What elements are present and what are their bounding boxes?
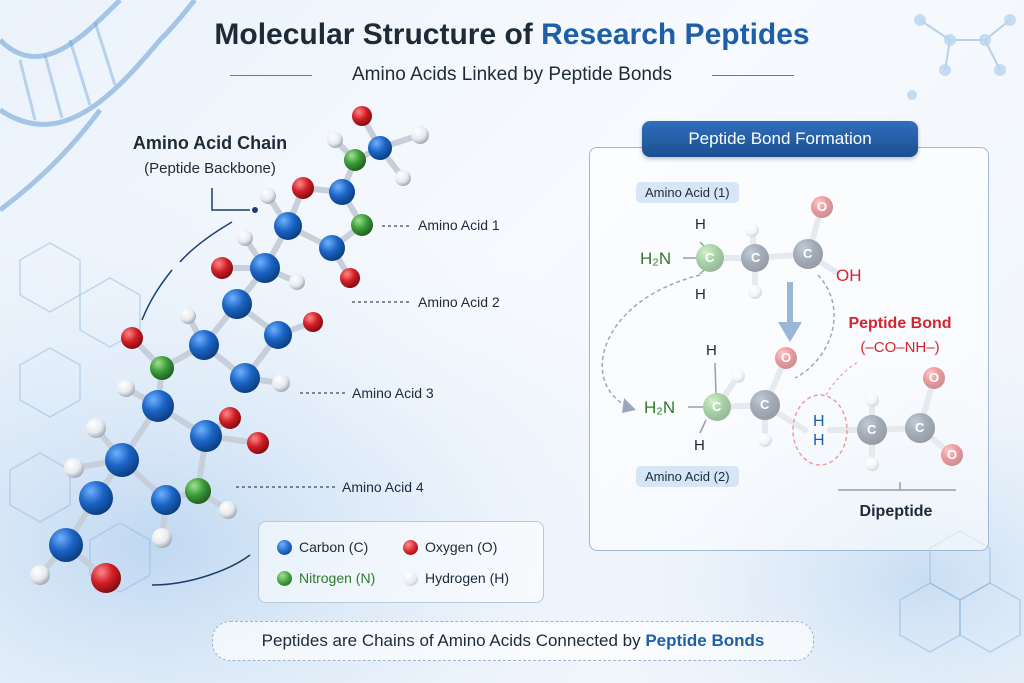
- summary-text: Peptides are Chains of Amino Acids Conne…: [261, 631, 765, 650]
- hydrogen-atom: [327, 132, 343, 148]
- carbon-atom: [274, 212, 302, 240]
- carbon-atom: [329, 179, 355, 205]
- chain-title-leader: [211, 188, 250, 211]
- peptide-bond-label: Peptide Bond: [848, 315, 952, 332]
- amino-acid-1-label: Amino Acid 1: [418, 217, 500, 233]
- oxygen-atom: [352, 106, 372, 126]
- carbon-atom: [319, 235, 345, 261]
- hydrogen-atom: [64, 458, 84, 478]
- chain-guide-middle: [141, 269, 173, 321]
- legend-carbon: Carbon (C): [299, 539, 369, 555]
- hydrogen-atom: [117, 379, 135, 397]
- hydrogen-atom: [411, 126, 429, 144]
- oxygen-atom: [219, 407, 241, 429]
- hydrogen-atom: [260, 188, 276, 204]
- carbon-dot-icon: [277, 540, 292, 555]
- carbon-atom: [250, 253, 280, 283]
- carbon-atom: [264, 321, 292, 349]
- oxygen-label: O: [929, 370, 940, 385]
- atom-legend: Carbon (C) Oxygen (O) Nitrogen (N) Hydro…: [258, 521, 544, 603]
- peptide-bond-formula: (–CO–NH–): [860, 339, 940, 356]
- hydrogen-atom: [180, 308, 196, 324]
- oxygen-atom: [211, 257, 233, 279]
- hydrogen-dot-icon: [403, 571, 418, 586]
- oxygen-dot-icon: [403, 540, 418, 555]
- panel-title: Peptide Bond Formation: [642, 121, 918, 157]
- hydrogen-label: H: [706, 342, 717, 359]
- carbon-atom: [142, 390, 174, 422]
- legend-nitrogen: Nitrogen (N): [299, 570, 376, 586]
- chain-atoms: [30, 106, 429, 593]
- nitrogen-atom: [185, 478, 211, 504]
- summary-banner: Peptides are Chains of Amino Acids Conne…: [212, 621, 814, 661]
- hydrogen-atom: [289, 274, 305, 290]
- carbon-label: C: [760, 397, 770, 412]
- oxygen-label: O: [817, 199, 828, 214]
- carbon-atom: [189, 330, 219, 360]
- chain-guide-lower: [151, 554, 251, 586]
- dipeptide-label: Dipeptide: [859, 503, 933, 520]
- hydrogen-atom: [152, 528, 172, 548]
- hydrogen-label: H: [695, 286, 706, 303]
- legend-oxygen: Oxygen (O): [425, 539, 498, 555]
- carbon-atom: [49, 528, 83, 562]
- amine-group-label-2: H₂N: [644, 398, 676, 417]
- chain-title-leader-dot: [252, 207, 258, 213]
- chain-subtitle: (Peptide Backbone): [144, 160, 276, 177]
- legend-hydrogen: Hydrogen (H): [425, 570, 510, 586]
- nitrogen-dot-icon: [277, 571, 292, 586]
- chain-guide-upper: [179, 221, 233, 263]
- page-title: Molecular Structure of Research Peptides: [214, 18, 810, 51]
- hydroxyl-label: OH: [836, 266, 862, 285]
- hydrogen-atom: [86, 418, 106, 438]
- amino-acid-2-chip: Amino Acid (2): [636, 466, 739, 487]
- subtitle-rule-left: [230, 75, 312, 76]
- amino-acid-1-chip: Amino Acid (1): [636, 182, 739, 203]
- carbon-label: C: [705, 250, 715, 265]
- nitrogen-atom: [150, 356, 174, 380]
- carbon-atom: [230, 363, 260, 393]
- carbon-label: C: [867, 422, 877, 437]
- amino-acid-4-label: Amino Acid 4: [342, 479, 424, 495]
- oxygen-atom: [303, 312, 323, 332]
- carbon-label: C: [915, 420, 925, 435]
- subtitle-rule-right: [712, 75, 794, 76]
- carbon-atom: [79, 481, 113, 515]
- hydrogen-label: H: [813, 413, 825, 430]
- amino-acid-leaders: [236, 225, 412, 488]
- carbon-atom: [151, 485, 181, 515]
- hydrogen-atom: [272, 374, 290, 392]
- hydrogen-label: H: [695, 216, 706, 233]
- chain-title: Amino Acid Chain: [132, 133, 288, 153]
- carbon-label: C: [712, 399, 722, 414]
- hydrogen-label: H: [813, 432, 825, 449]
- nitrogen-atom: [351, 214, 373, 236]
- oxygen-atom: [340, 268, 360, 288]
- dna-helix-decoration: [0, 0, 197, 212]
- oxygen-label: O: [947, 447, 958, 462]
- page-subtitle: Amino Acids Linked by Peptide Bonds: [351, 64, 673, 85]
- oxygen-atom: [292, 177, 314, 199]
- hydrogen-atom: [30, 565, 50, 585]
- oxygen-label: O: [781, 350, 792, 365]
- oxygen-atom: [121, 327, 143, 349]
- carbon-atom: [368, 136, 392, 160]
- hydrogen-label: H: [694, 437, 705, 454]
- page-subtitle-group: Amino Acids Linked by Peptide Bonds: [230, 62, 794, 92]
- amino-acid-3-label: Amino Acid 3: [352, 385, 434, 401]
- carbon-atom: [105, 443, 139, 477]
- amino-acid-2-label: Amino Acid 2: [418, 294, 500, 310]
- oxygen-atom: [91, 563, 121, 593]
- carbon-label: C: [751, 250, 761, 265]
- carbon-label: C: [803, 246, 813, 261]
- carbon-atom: [222, 289, 252, 319]
- carbon-atom: [190, 420, 222, 452]
- oxygen-atom: [247, 432, 269, 454]
- hydrogen-atom: [395, 170, 411, 186]
- hydrogen-atom: [219, 501, 237, 519]
- nitrogen-atom: [344, 149, 366, 171]
- hydrogen-atom: [237, 230, 253, 246]
- amine-group-label-1: H₂N: [640, 249, 672, 268]
